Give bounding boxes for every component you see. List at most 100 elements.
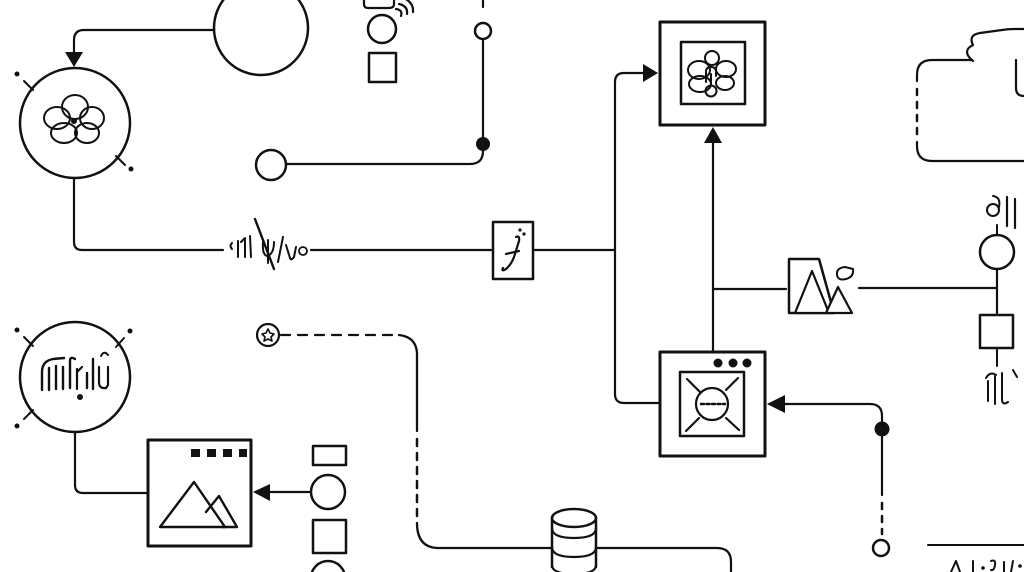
wire-label-scribble-tick (229, 242, 233, 250)
monitor-icon-ray-topright (724, 376, 740, 392)
arrowhead-into-ai-box (643, 64, 658, 82)
ai-cloud-icon-top-circle (704, 50, 720, 66)
chat-node-top-left-edge (915, 58, 974, 83)
monitor-icon-circle (694, 386, 730, 422)
image-box-dot-2 (207, 449, 216, 457)
audio-sparkle-tick-tr (115, 337, 125, 348)
wifi-node-circle (366, 13, 398, 45)
ai-cloud-icon-bottomright-lobe (715, 75, 735, 91)
wire-flower-to-scribble (72, 176, 225, 252)
star-badge-circle (255, 322, 281, 348)
wire-junction-down (613, 248, 660, 405)
monitor-icon-ray-topleft (685, 377, 702, 394)
wifi-icon-arc-small (394, 7, 403, 18)
monitor-box-dot-1 (713, 358, 723, 368)
ai-box-inner (679, 40, 747, 106)
flower-icon-petal-bottomright (74, 122, 100, 144)
flower-icon-petal-bottomleft (50, 122, 78, 144)
sparkle-tick-bottomright (115, 155, 126, 166)
image-node-peak-small (824, 285, 854, 315)
database-icon-bottom (550, 563, 598, 572)
wire-label-scribble-slash (253, 217, 276, 271)
relay-junction-dot (476, 137, 490, 151)
ai-cloud-icon-bottom-circle (704, 84, 718, 98)
audio-sparkle-dot-tr (127, 328, 133, 334)
wire-label-scribble-bar2 (240, 237, 246, 258)
monitor-icon-ray-bottomleft (684, 416, 701, 433)
audio-sparkle-dot-bl (14, 423, 20, 429)
monitor-icon-ray-bottomright (724, 416, 741, 432)
audio-glyph-flag (75, 365, 84, 391)
right-square-node (978, 313, 1015, 350)
audio-glyph-arch (40, 356, 66, 392)
image-box-dot-1 (191, 449, 200, 457)
image-box-dot-4 (239, 449, 247, 457)
bottom-right-glyph-dot1 (981, 566, 985, 570)
dashed-wire-corner-2 (415, 521, 439, 550)
monitor-box-dot-3 (742, 358, 752, 368)
plus-icon-top (965, 27, 1024, 63)
wire-label-scribble-o (298, 246, 308, 256)
wire-label-scribble-v (285, 244, 297, 261)
wire-label-scribble-psi (261, 239, 275, 264)
filter-f-glyph-dot2 (522, 232, 526, 236)
clipped-square-top (362, 0, 396, 10)
image-box (146, 438, 253, 548)
wire-junction-up (613, 71, 645, 252)
database-icon-band-1 (550, 526, 598, 540)
audio-glyph-hat (100, 351, 109, 357)
image-box-mountain-small (204, 494, 239, 529)
image-box-mountain-large (158, 480, 227, 529)
audio-sparkle-tick-bl (23, 409, 34, 420)
audio-sparkle-dot-tl (14, 327, 20, 333)
audio-glyph-hook (68, 356, 77, 390)
arrowhead-up-into-ai (704, 127, 722, 143)
chat-node-bottom-edge (915, 140, 1024, 163)
sparkle-tick-topleft (23, 80, 34, 91)
audio-glyph-dot (77, 394, 83, 400)
wire-label-scribble-bar3 (249, 235, 252, 258)
column-circle-node-2 (310, 559, 346, 572)
wire-audio-to-imagebox (73, 430, 148, 495)
right-circle-node (978, 233, 1016, 271)
image-node-sun (835, 266, 855, 281)
small-square-node (367, 51, 398, 84)
database-icon-band-2 (550, 545, 598, 559)
column-square-node (311, 518, 348, 555)
image-node-peak-large (793, 269, 831, 315)
junction-dot (874, 421, 890, 437)
star-badge-glyph (261, 328, 275, 342)
ai-box-outer (658, 20, 767, 127)
monitor-box-dot-2 (728, 358, 738, 368)
terminal-circle (871, 538, 891, 558)
monitor-box-inner (678, 370, 746, 438)
sparkle-dot-bottomright (128, 166, 134, 172)
arrowhead-into-imagebox (253, 484, 270, 501)
column-rect-node (311, 444, 348, 467)
sparkle-dot-topleft (14, 71, 20, 77)
wire-topcircle-to-flower (72, 28, 216, 56)
database-icon-top (550, 507, 598, 529)
arrowhead-into-monitor (767, 395, 785, 413)
ai-cloud-icon-core (705, 66, 717, 85)
wire-label-scribble-slash2 (277, 236, 284, 263)
bottom-right-glyph-dot2 (1018, 564, 1022, 568)
wifi-icon-arc-mid (397, 2, 409, 16)
ai-cloud-icon-left-lobe (687, 60, 711, 80)
filter-f-glyph-dot1 (518, 228, 522, 232)
left-small-circle-node (254, 148, 288, 182)
audio-glyph-u (97, 365, 110, 390)
plus-icon-arm (1014, 58, 1024, 98)
audio-node-circle (18, 320, 132, 434)
top-circle-node (212, 0, 310, 77)
image-box-dot-3 (223, 449, 232, 457)
flower-icon-petal-right (79, 106, 105, 130)
glyph-label-top-ring (986, 203, 1000, 217)
relay-circle (473, 21, 493, 41)
glyph-label-bottom (985, 369, 1018, 405)
dashed-wire-corner (397, 333, 419, 433)
filter-f-glyph (501, 235, 521, 272)
wire-database-right (594, 546, 733, 572)
